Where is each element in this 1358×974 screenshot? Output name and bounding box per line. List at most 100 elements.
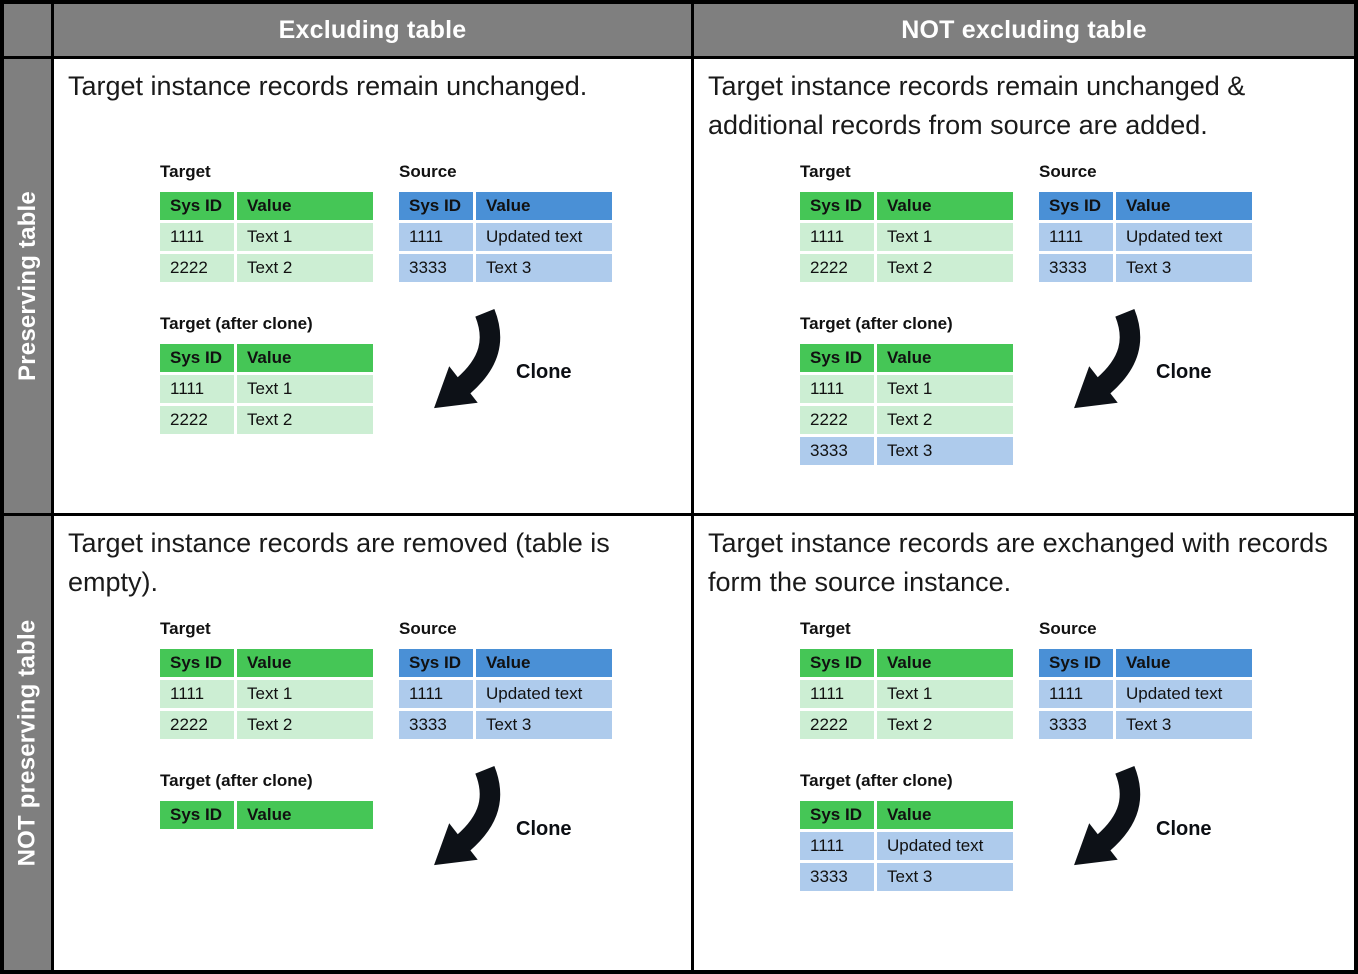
cell-value: Updated text [1116, 680, 1252, 708]
cell-sys-id: 1111 [160, 680, 234, 708]
target-table: Sys ID Value 1111 Text 1 2222 Text 2 [797, 189, 1016, 285]
table-row: 3333 Text 3 [399, 254, 612, 282]
col-header-sys-id: Sys ID [160, 649, 234, 677]
cell-sys-id: 3333 [399, 254, 473, 282]
cell-sys-id: 2222 [160, 406, 234, 434]
cell-sys-id: 3333 [1039, 711, 1113, 739]
col-header-sys-id: Sys ID [1039, 649, 1113, 677]
table-row: 1111 Updated text [1039, 680, 1252, 708]
column-header-excluding: Excluding table [54, 4, 691, 56]
col-header-sys-id: Sys ID [1039, 192, 1113, 220]
table-row: 1111 Text 1 [800, 680, 1013, 708]
cell-sys-id: 2222 [160, 711, 234, 739]
target-table-title: Target [160, 162, 211, 181]
target-table-block: Target Sys ID Value 1111 Text 1 2222 Tex… [157, 619, 376, 742]
cell-value: Text 3 [476, 254, 612, 282]
cell-sys-id: 2222 [800, 711, 874, 739]
row-header-preserving-label: Preserving table [13, 191, 41, 381]
col-header-value: Value [237, 801, 373, 829]
cell-sys-id: 1111 [800, 223, 874, 251]
source-table: Sys ID Value 1111 Updated text 3333 Text… [396, 189, 615, 285]
col-header-value: Value [476, 649, 612, 677]
target-table-block: Target Sys ID Value 1111 Text 1 2222 Tex… [157, 162, 376, 285]
table-row: 1111 Updated text [399, 680, 612, 708]
table-row: 2222 Text 2 [800, 254, 1013, 282]
cell-sys-id: 1111 [160, 223, 234, 251]
after-clone-table-block: Target (after clone) Sys ID Value 1111 T… [797, 314, 1016, 468]
table-row: 3333 Text 3 [1039, 711, 1252, 739]
quadrant-preserving-excluding: Target instance records remain unchanged… [54, 59, 691, 513]
after-clone-table: Sys ID Value [157, 798, 376, 832]
after-clone-table-title: Target (after clone) [800, 314, 953, 333]
after-clone-table: Sys ID Value 1111 Updated text 3333 Text… [797, 798, 1016, 894]
target-table-title: Target [800, 162, 851, 181]
cell-value: Text 3 [1116, 711, 1252, 739]
description: Target instance records are removed (tab… [68, 528, 610, 597]
cell-value: Text 3 [476, 711, 612, 739]
clone-label: Clone [516, 361, 572, 383]
col-header-sys-id: Sys ID [800, 649, 874, 677]
target-table: Sys ID Value 1111 Text 1 2222 Text 2 [157, 189, 376, 285]
after-clone-table: Sys ID Value 1111 Text 1 2222 Text 2 [157, 341, 376, 437]
after-clone-table-title: Target (after clone) [800, 771, 953, 790]
cell-sys-id: 1111 [399, 223, 473, 251]
clone-label: Clone [1156, 818, 1212, 840]
col-header-value: Value [237, 192, 373, 220]
col-header-value: Value [476, 192, 612, 220]
cell-sys-id: 1111 [800, 832, 874, 860]
after-clone-table-block: Target (after clone) Sys ID Value 1111 U… [797, 771, 1016, 894]
col-header-value: Value [1116, 192, 1252, 220]
cell-sys-id: 2222 [800, 254, 874, 282]
clone-label: Clone [1156, 361, 1212, 383]
source-table-block: Source Sys ID Value 1111 Updated text 33… [1036, 162, 1255, 285]
target-table-title: Target [800, 619, 851, 638]
source-table: Sys ID Value 1111 Updated text 3333 Text… [1036, 189, 1255, 285]
clone-arrow-icon [434, 765, 501, 866]
table-row: 1111 Text 1 [160, 680, 373, 708]
cell-value: Text 2 [877, 711, 1013, 739]
col-header-value: Value [237, 344, 373, 372]
row-header-preserving: Preserving table [4, 59, 51, 513]
col-header-value: Value [877, 192, 1013, 220]
source-table-title: Source [399, 619, 457, 638]
cell-value: Updated text [877, 832, 1013, 860]
table-row: 2222 Text 2 [160, 406, 373, 434]
clone-arrow-icon [1074, 308, 1141, 409]
col-header-sys-id: Sys ID [399, 192, 473, 220]
source-table-block: Source Sys ID Value 1111 Updated text 33… [396, 619, 615, 742]
col-header-sys-id: Sys ID [800, 192, 874, 220]
table-row: 1111 Text 1 [800, 375, 1013, 403]
cell-value: Text 3 [877, 863, 1013, 891]
after-clone-table: Sys ID Value 1111 Text 1 2222 Text 2 333… [797, 341, 1016, 468]
clone-arrow-icon [434, 308, 501, 409]
col-header-sys-id: Sys ID [160, 801, 234, 829]
quadrant-preserving-not-excluding: Target instance records remain unchanged… [694, 59, 1354, 513]
cell-sys-id: 2222 [160, 254, 234, 282]
source-table: Sys ID Value 1111 Updated text 3333 Text… [396, 646, 615, 742]
quadrant-not-preserving-not-excluding: Target instance records are exchanged wi… [694, 516, 1354, 970]
after-clone-table-title: Target (after clone) [160, 771, 313, 790]
cell-value: Updated text [1116, 223, 1252, 251]
cell-value: Text 3 [877, 437, 1013, 465]
target-table-title: Target [160, 619, 211, 638]
source-table-title: Source [399, 162, 457, 181]
table-row: 1111 Updated text [800, 832, 1013, 860]
col-header-value: Value [877, 344, 1013, 372]
source-table-block: Source Sys ID Value 1111 Updated text 33… [396, 162, 615, 285]
table-row: 1111 Text 1 [800, 223, 1013, 251]
cell-sys-id: 1111 [1039, 680, 1113, 708]
after-clone-table-title: Target (after clone) [160, 314, 313, 333]
source-table-title: Source [1039, 619, 1097, 638]
cell-sys-id: 3333 [1039, 254, 1113, 282]
description: Target instance records remain unchanged… [708, 71, 1246, 140]
cell-sys-id: 3333 [800, 437, 874, 465]
cell-value: Updated text [476, 223, 612, 251]
table-row: 1111 Text 1 [160, 375, 373, 403]
table-row: 3333 Text 3 [800, 863, 1013, 891]
target-table-block: Target Sys ID Value 1111 Text 1 2222 Tex… [797, 619, 1016, 742]
description: Target instance records remain unchanged… [68, 71, 588, 101]
source-table-title: Source [1039, 162, 1097, 181]
cell-sys-id: 2222 [800, 406, 874, 434]
target-table: Sys ID Value 1111 Text 1 2222 Text 2 [797, 646, 1016, 742]
